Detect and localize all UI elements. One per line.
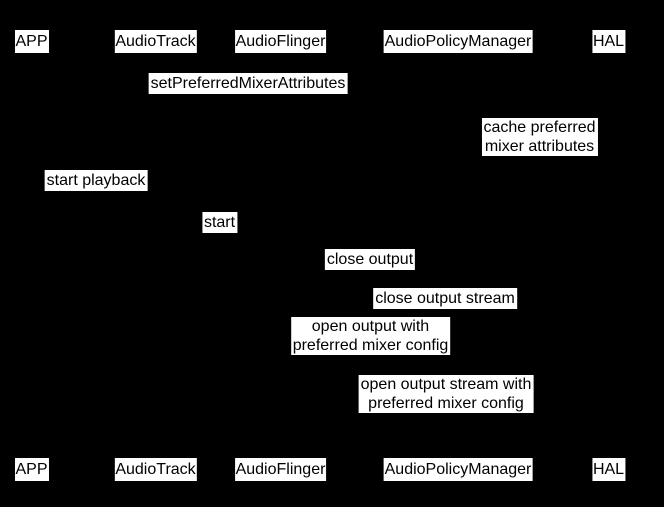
lifeline-audioflinger: [280, 53, 281, 458]
message-set-preferred-mixer-attributes: setPreferredMixerAttributes: [148, 73, 348, 94]
lifeline-audiotrack: [155, 53, 156, 458]
message-start-playback: start playback: [44, 170, 148, 191]
message-close-output-stream: close output stream: [373, 288, 517, 309]
participant-audioflinger-top: AudioFlinger: [234, 30, 327, 53]
participant-app-top: APP: [14, 30, 49, 53]
participant-audioflinger-bottom: AudioFlinger: [234, 458, 327, 481]
message-close-output: close output: [324, 249, 416, 270]
participant-audiotrack-top: AudioTrack: [114, 30, 197, 53]
participant-audiopolicymanager-top: AudioPolicyManager: [383, 30, 533, 53]
participant-audiotrack-bottom: AudioTrack: [114, 458, 197, 481]
message-open-output-stream-with-preferred-mixer-config: open output stream with preferred mixer …: [358, 375, 534, 413]
participant-audiopolicymanager-bottom: AudioPolicyManager: [383, 458, 533, 481]
message-start: start: [201, 212, 238, 233]
message-cache-preferred-mixer-attributes: cache preferred mixer attributes: [481, 118, 598, 156]
message-open-output-with-preferred-mixer-config: open output with preferred mixer config: [290, 317, 451, 355]
lifeline-app: [31, 53, 32, 458]
participant-hal-bottom: HAL: [591, 458, 626, 481]
lifeline-audiopolicymanager: [457, 53, 458, 458]
participant-hal-top: HAL: [591, 30, 626, 53]
participant-app-bottom: APP: [14, 458, 49, 481]
lifeline-hal: [608, 53, 609, 458]
